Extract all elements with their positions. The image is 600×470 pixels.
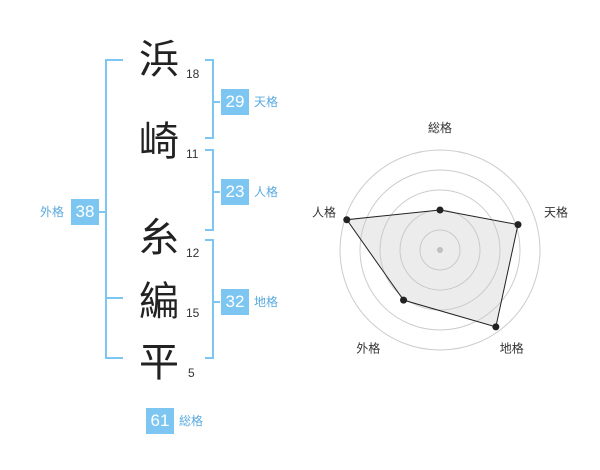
name-char-3: 糸 — [139, 215, 179, 261]
radar-ring-3 — [379, 189, 501, 311]
radar-point-1 — [436, 206, 444, 214]
chikaku-bracket — [205, 239, 214, 359]
stroke-count-1: 18 — [186, 67, 200, 81]
name-char-4: 編 — [139, 279, 179, 325]
soukaku-label: 総格 — [179, 414, 204, 428]
jinkaku-bracket — [205, 149, 214, 231]
radar-ring-2 — [359, 169, 521, 331]
radar-axis-label-2: 天格 — [544, 204, 568, 219]
tenkaku-value: 29 — [221, 89, 249, 115]
radar-point-2 — [514, 221, 522, 229]
radar-point-4 — [400, 296, 408, 304]
tenkaku-bracket — [205, 59, 214, 139]
soukaku-value: 61 — [146, 408, 174, 434]
stroke-count-2: 11 — [186, 147, 199, 161]
radar-axis-label-1: 総格 — [428, 120, 452, 135]
radar-point-5 — [343, 216, 351, 224]
radar-ring-1 — [339, 149, 541, 351]
name-char-5: 平 — [139, 340, 179, 386]
gaikaku-value: 38 — [71, 199, 99, 225]
jinkaku-value: 23 — [221, 179, 249, 205]
name-char-1: 浜 — [139, 37, 179, 83]
stroke-count-3: 12 — [186, 246, 200, 260]
stroke-count-5: 5 — [188, 366, 195, 380]
radar-axis-label-5: 人格 — [312, 204, 336, 219]
chikaku-label: 地格 — [254, 295, 279, 309]
chikaku-value: 32 — [221, 289, 249, 315]
radar-center-dot — [437, 247, 443, 253]
name-char-2: 崎 — [139, 119, 179, 165]
tenkaku-label: 天格 — [254, 95, 279, 109]
radar-axis-label-3: 地格 — [500, 341, 524, 356]
radar-ring-5 — [419, 229, 461, 271]
stroke-count-4: 15 — [186, 306, 200, 320]
radar-axis-label-4: 外格 — [356, 341, 380, 356]
gaikaku-label: 外格 — [40, 205, 65, 219]
radar-series-polygon — [345, 209, 519, 328]
jinkaku-label: 人格 — [254, 185, 279, 199]
radar-point-3 — [492, 323, 500, 331]
gaikaku-bracket — [105, 59, 123, 359]
